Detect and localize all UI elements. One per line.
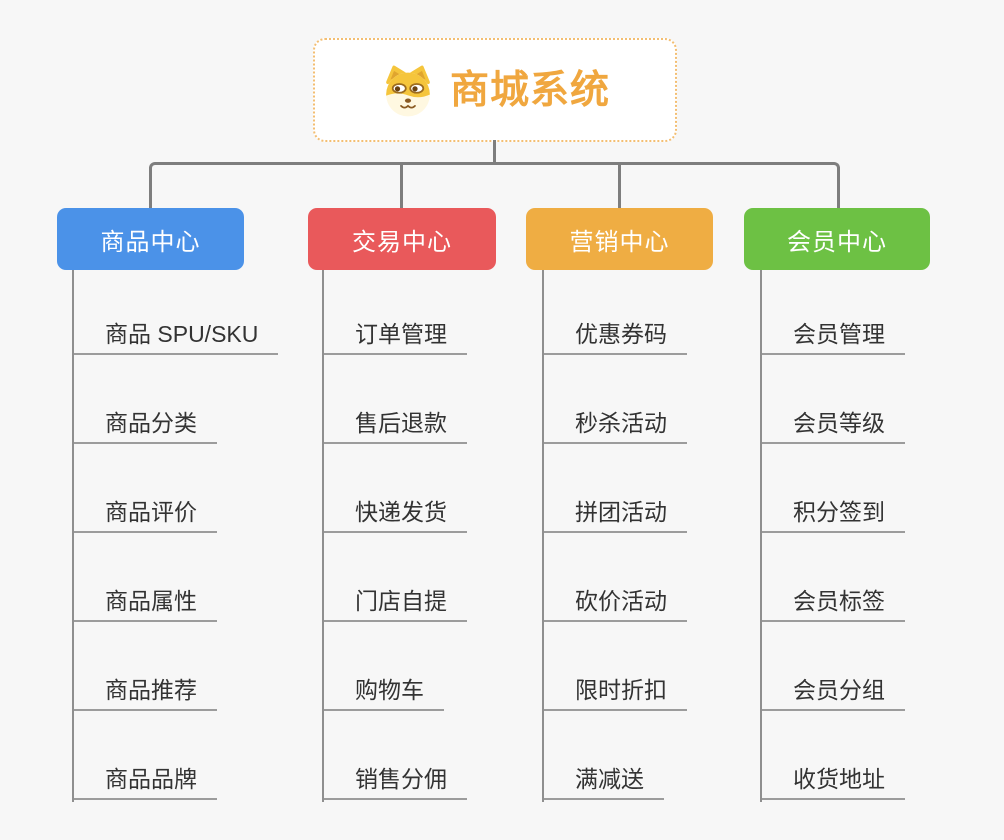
leaf-node[interactable]: 收货地址	[762, 764, 905, 800]
leaf-node[interactable]: 订单管理	[324, 319, 467, 355]
branch-node-trade-center[interactable]: 交易中心	[308, 208, 496, 270]
branch-drop-connector	[618, 162, 621, 208]
leaf-node[interactable]: 限时折扣	[544, 675, 687, 711]
leaf-node[interactable]: 商品 SPU/SKU	[74, 319, 279, 355]
leaf-node[interactable]: 商品属性	[74, 586, 217, 622]
leaf-column-marketing: 优惠券码 秒杀活动 拼团活动 砍价活动 限时折扣 满减送	[542, 270, 794, 802]
leaf-node[interactable]: 商品品牌	[74, 764, 217, 800]
leaf-node[interactable]: 商品评价	[74, 497, 217, 533]
leaf-node[interactable]: 优惠券码	[544, 319, 687, 355]
root-node-mall-system[interactable]: 商城系统	[313, 38, 677, 142]
leaf-node[interactable]: 销售分佣	[324, 764, 467, 800]
branch-bus-connector	[149, 162, 840, 208]
leaf-node[interactable]: 会员等级	[762, 408, 905, 444]
branch-drop-connector	[400, 162, 403, 208]
dog-face-icon	[386, 65, 430, 117]
leaf-node[interactable]: 会员管理	[762, 319, 905, 355]
leaf-node[interactable]: 商品分类	[74, 408, 217, 444]
branch-node-marketing-center[interactable]: 营销中心	[526, 208, 713, 270]
leaf-node[interactable]: 会员标签	[762, 586, 905, 622]
leaf-node[interactable]: 快递发货	[324, 497, 467, 533]
leaf-column-trade: 订单管理 售后退款 快递发货 门店自提 购物车 销售分佣	[322, 270, 574, 802]
leaf-node[interactable]: 商品推荐	[74, 675, 217, 711]
root-node-title: 商城系统	[449, 68, 610, 112]
leaf-node[interactable]: 会员分组	[762, 675, 905, 711]
root-stem-connector	[493, 140, 496, 164]
leaf-node[interactable]: 满减送	[544, 764, 664, 800]
leaf-node[interactable]: 门店自提	[324, 586, 467, 622]
leaf-node[interactable]: 积分签到	[762, 497, 905, 533]
branch-node-member-center[interactable]: 会员中心	[744, 208, 930, 270]
leaf-column-member: 会员管理 会员等级 积分签到 会员标签 会员分组 收货地址	[760, 270, 1004, 802]
leaf-node[interactable]: 砍价活动	[544, 586, 687, 622]
leaf-column-product: 商品 SPU/SKU 商品分类 商品评价 商品属性 商品推荐 商品品牌	[72, 270, 324, 802]
leaf-node[interactable]: 秒杀活动	[544, 408, 687, 444]
leaf-node[interactable]: 售后退款	[324, 408, 467, 444]
branch-node-product-center[interactable]: 商品中心	[57, 208, 244, 270]
leaf-node[interactable]: 购物车	[324, 675, 444, 711]
leaf-node[interactable]: 拼团活动	[544, 497, 687, 533]
